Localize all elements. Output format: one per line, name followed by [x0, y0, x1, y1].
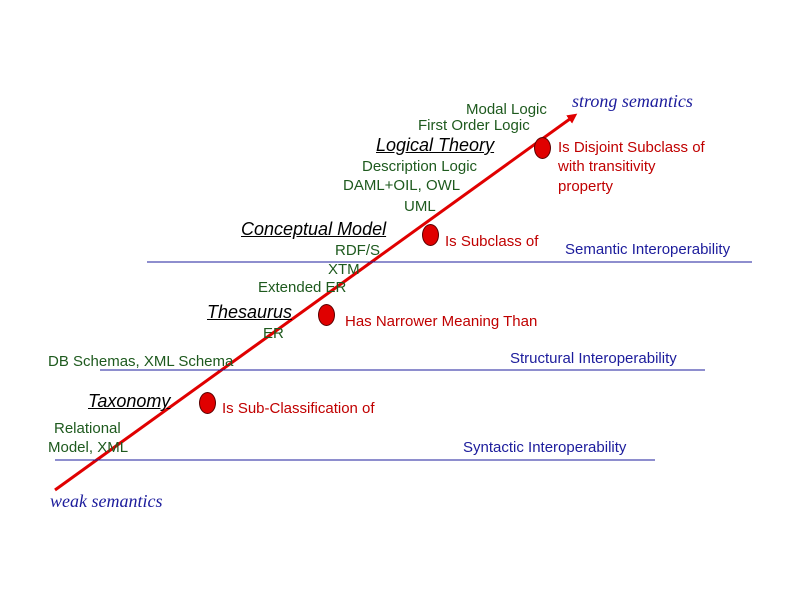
taxonomy-dot	[199, 392, 216, 414]
sub-classification-label: Is Sub-Classification of	[222, 400, 375, 417]
disjoint-subclass-line3: property	[558, 178, 614, 195]
rdfs-label: RDF/S	[335, 242, 380, 259]
narrower-meaning-label: Has Narrower Meaning Than	[345, 313, 538, 330]
syntactic-interoperability-label: Syntactic Interoperability	[463, 439, 627, 456]
semantic-interoperability-label: Semantic Interoperability	[565, 241, 731, 258]
logical-theory-label: Logical Theory	[376, 135, 495, 155]
thesaurus-label: Thesaurus	[207, 302, 293, 322]
semantics-arrow	[54, 113, 578, 492]
taxonomy-label: Taxonomy	[88, 391, 171, 411]
db-schemas-label: DB Schemas, XML Schema	[48, 353, 234, 370]
relational-model-line2: Model, XML	[48, 439, 129, 456]
conceptual-model-dot	[422, 224, 439, 246]
conceptual-model-label: Conceptual Model	[241, 219, 387, 239]
first-order-logic-label: First Order Logic	[418, 117, 530, 134]
extended-er-label: Extended ER	[258, 279, 347, 296]
disjoint-subclass-line2: with transitivity	[558, 158, 656, 175]
is-subclass-label: Is Subclass of	[445, 233, 539, 250]
er-label: ER	[263, 325, 284, 342]
uml-label: UML	[404, 198, 436, 215]
disjoint-subclass-line1: Is Disjoint Subclass of	[558, 139, 705, 156]
strong-semantics-label: strong semantics	[572, 91, 693, 111]
modal-logic-label: Modal Logic	[466, 101, 547, 118]
weak-semantics-label: weak semantics	[50, 491, 163, 511]
xtm-label: XTM	[328, 261, 360, 278]
logical-theory-dot	[534, 137, 551, 159]
description-logic-label: Description Logic	[362, 158, 478, 175]
thesaurus-dot	[318, 304, 335, 326]
daml-oil-owl-label: DAML+OIL, OWL	[343, 177, 461, 194]
relational-model-line1: Relational	[54, 420, 121, 437]
structural-interoperability-label: Structural Interoperability	[510, 350, 677, 367]
